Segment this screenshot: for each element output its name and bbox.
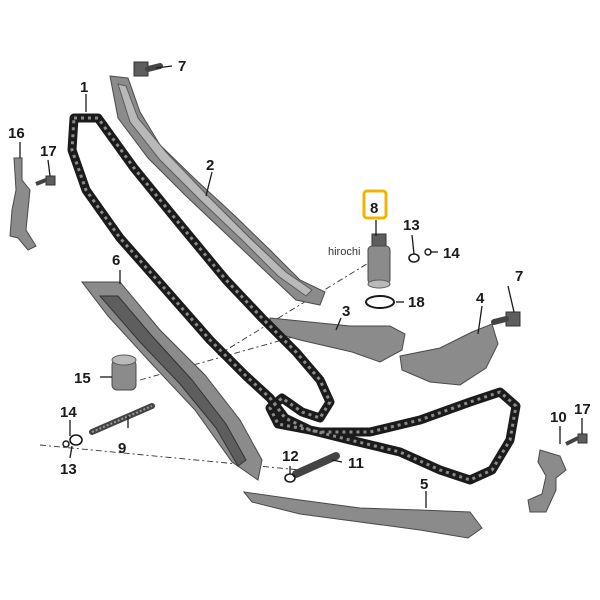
callout-15: 15: [74, 370, 91, 387]
long-guide-rail-ribs: [98, 295, 247, 467]
callout-16: 16: [8, 125, 25, 142]
callout-8: 8: [370, 200, 378, 217]
callout-5: 5: [420, 476, 428, 493]
callout-10: 10: [550, 409, 567, 426]
tensioner-rail-face: [117, 83, 313, 297]
callout-9: 9: [118, 440, 126, 457]
callout-11: 11: [348, 455, 364, 472]
callout-14: 14: [60, 404, 77, 421]
sealing-ring: [408, 253, 420, 263]
bolt: [292, 452, 340, 478]
callout-1: 1: [80, 79, 88, 96]
leader-lines: [19, 65, 583, 508]
screw: [565, 433, 588, 446]
callout-2: 2: [206, 157, 214, 174]
callout-14: 14: [443, 245, 460, 262]
chain-tensioner-cylinder: [111, 354, 137, 391]
callout-6: 6: [112, 252, 120, 269]
callout-7: 7: [515, 268, 523, 285]
bracket: [9, 157, 37, 251]
callout-13: 13: [60, 461, 77, 478]
watermark: hirochi: [328, 246, 360, 258]
highlight-box: [362, 189, 388, 220]
callout-18: 18: [408, 294, 425, 311]
callout-13: 13: [403, 217, 420, 234]
bolt: [491, 311, 521, 327]
clip: [62, 440, 70, 448]
guide-pin-thread: [91, 405, 153, 433]
timing-chain-links: [70, 116, 518, 482]
callout-17: 17: [574, 401, 591, 418]
bolt: [133, 61, 163, 77]
callout-4: 4: [476, 290, 485, 307]
callout-12: 12: [282, 448, 299, 465]
tensioner-rail: [109, 75, 326, 306]
o-ring: [365, 295, 395, 309]
upper-guide-rail: [399, 323, 499, 386]
callout-17: 17: [40, 143, 57, 160]
bracket: [527, 449, 567, 513]
assembly-axis: [217, 261, 371, 356]
sealing-ring: [69, 434, 83, 446]
sealing-ring: [284, 473, 296, 483]
callout-7: 7: [178, 58, 186, 75]
screw: [35, 175, 56, 186]
callout-3: 3: [342, 303, 350, 320]
chain-tensioner: [367, 233, 391, 289]
assembly-axis: [39, 444, 301, 471]
lower-guide-rail: [242, 491, 483, 539]
